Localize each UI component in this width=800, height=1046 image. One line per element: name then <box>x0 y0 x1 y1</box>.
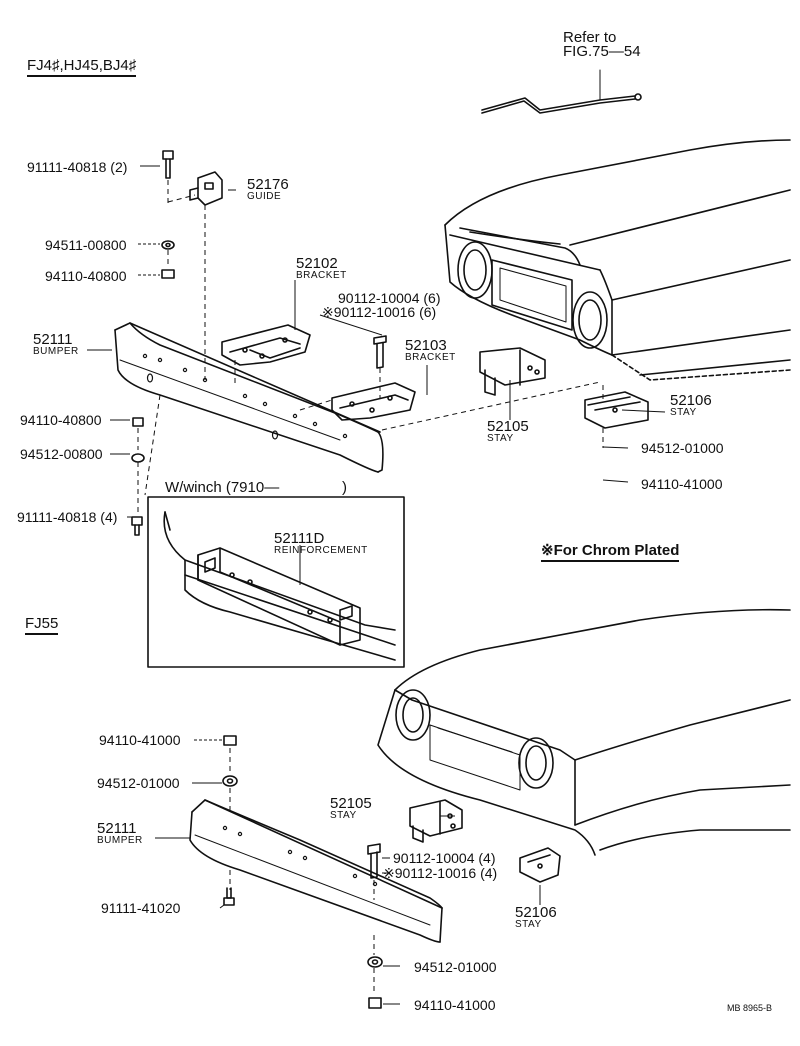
refer-fig-label: FIG.75—54 <box>563 43 641 60</box>
part-name: BUMPER <box>97 835 143 846</box>
part-number: 52105 <box>330 795 372 812</box>
part-number: 90112-10004 (6) <box>338 290 441 306</box>
part-name: STAY <box>515 919 542 930</box>
bumper-52111-lower <box>189 799 443 943</box>
part-number: 52102 <box>296 255 338 272</box>
part-name: REINFORCEMENT <box>274 545 368 556</box>
part-number: 52106 <box>670 392 712 409</box>
part-number: 94511-00800 <box>45 237 127 253</box>
part-name: BRACKET <box>405 352 456 363</box>
stay-52105-lower <box>409 799 463 843</box>
part-number: ※90112-10016 (4) <box>383 865 498 881</box>
upper-vehicle-body <box>444 139 791 381</box>
part-name: STAY <box>487 433 514 444</box>
part-number: 94110-41000 <box>414 997 496 1013</box>
part-number: 90112-10004 (4) <box>393 850 496 866</box>
bracket-52102 <box>221 324 311 366</box>
rod-reference-part <box>481 69 642 114</box>
bolt-upper-90112 <box>373 335 387 369</box>
part-number: 94512-00800 <box>20 446 103 462</box>
small-hardware-lower <box>222 735 383 1009</box>
part-name: STAY <box>330 810 357 821</box>
part-name: STAY <box>670 407 697 418</box>
winch-label: W/winch (7910— <box>165 479 280 496</box>
part-number: 94110-40800 <box>20 412 102 428</box>
part-number: 94512-01000 <box>414 959 497 975</box>
stay-52106-lower <box>519 847 561 883</box>
part-number: 94110-41000 <box>641 476 723 492</box>
part-number: 52105 <box>487 418 529 435</box>
part-number: 91111-40818 (4) <box>17 509 118 525</box>
lower-vehicle-body <box>377 608 791 856</box>
winch-close-paren: ) <box>342 479 347 496</box>
part-number: 52111 <box>97 820 137 837</box>
guide-52176 <box>189 171 223 206</box>
refer-to-label: Refer to <box>563 29 617 46</box>
part-number: 52176 <box>247 176 289 193</box>
bracket-52103 <box>331 382 416 421</box>
part-number: 94512-01000 <box>641 440 724 456</box>
part-number: 52106 <box>515 904 557 921</box>
part-number: 94512-01000 <box>97 775 180 791</box>
part-number: 52111D <box>274 530 325 547</box>
winch-inset-box <box>147 496 405 668</box>
model-header-fj4: FJ4♯,HJ45,BJ4♯ <box>27 58 137 77</box>
part-number: 52103 <box>405 337 447 354</box>
part-number: ※90112-10016 (6) <box>322 304 437 320</box>
part-number: 94110-41000 <box>99 732 181 748</box>
part-number: 91111-41020 <box>101 900 181 916</box>
model-header-fj55: FJ55 <box>25 616 59 635</box>
stay-52105-upper <box>479 347 546 396</box>
part-number: 91111-40818 (2) <box>27 159 128 175</box>
part-number: 52111 <box>33 331 73 348</box>
bumper-52111-upper <box>114 322 384 473</box>
part-name: BUMPER <box>33 346 79 357</box>
stay-52106-upper <box>584 391 649 429</box>
part-name: BRACKET <box>296 270 347 281</box>
catalog-code: MB 8965-B <box>727 1003 773 1013</box>
bolt-top <box>162 150 174 179</box>
chrom-plated-note: ※For Chrom Plated <box>541 543 680 562</box>
part-number: 94110-40800 <box>45 268 127 284</box>
part-name: GUIDE <box>247 191 282 202</box>
